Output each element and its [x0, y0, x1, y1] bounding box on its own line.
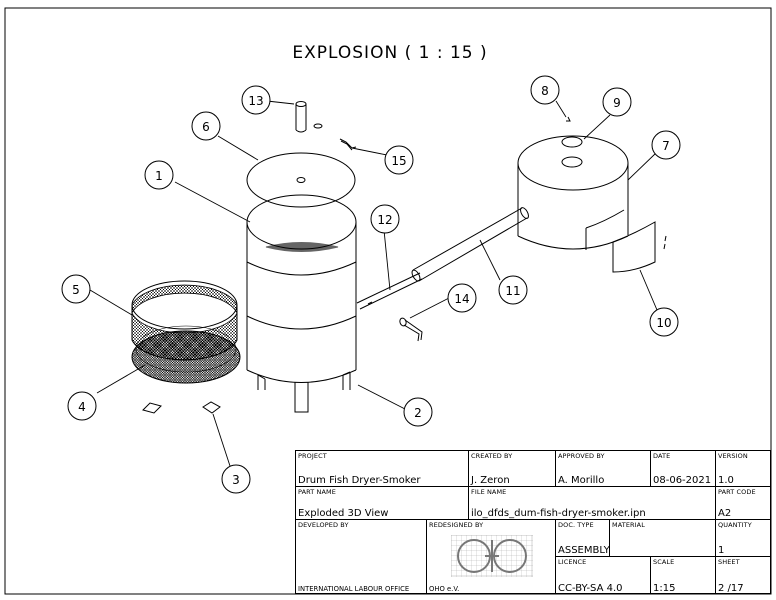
scale-cell: SCALE 1:15 [650, 556, 715, 594]
leader-lines [89, 100, 658, 467]
project-cell: PROJECT Drum Fish Dryer-Smoker [295, 450, 468, 486]
balloon-8: 8 [530, 75, 560, 105]
balloon-10: 10 [649, 307, 679, 337]
part-code-cell: PART CODE A2 [715, 486, 771, 519]
created-by-cell: CREATED BY J. Zeron [468, 450, 555, 486]
version-label: VERSION [718, 452, 748, 460]
file-name-cell: FILE NAME ilo_dfds_dum-fish-dryer-smoker… [468, 486, 715, 519]
part-name-label: PART NAME [298, 488, 336, 496]
part-lid [246, 152, 356, 208]
redesigned-by-cell: REDESIGNED BY OHO e.V. [426, 519, 555, 594]
redesigned-by-value: OHO e.V. [429, 585, 460, 593]
svg-text:4: 4 [78, 400, 86, 414]
svg-text:14: 14 [454, 292, 469, 306]
sheet-border [4, 7, 772, 595]
part-drum [246, 194, 357, 413]
doc-type-value: ASSEMBLY [558, 545, 610, 556]
file-name-label: FILE NAME [471, 488, 507, 496]
balloon-1: 1 [144, 160, 174, 190]
title-block: PROJECT Drum Fish Dryer-Smoker CREATED B… [295, 450, 771, 594]
quantity-cell: QUANTITY 1 [715, 519, 771, 556]
quantity-label: QUANTITY [718, 521, 752, 529]
created-by-value: J. Zeron [471, 475, 510, 486]
svg-text:2: 2 [414, 406, 422, 420]
created-by-label: CREATED BY [471, 452, 513, 460]
part-name-cell: PART NAME Exploded 3D View [295, 486, 468, 519]
approved-by-label: APPROVED BY [558, 452, 605, 460]
part-door [612, 221, 667, 273]
material-cell: MATERIAL [609, 519, 715, 556]
svg-text:11: 11 [505, 284, 520, 298]
scale-value: 1:15 [653, 583, 676, 594]
sheet-label: SHEET [718, 558, 740, 566]
doc-type-label: DOC. TYPE [558, 521, 594, 529]
project-value: Drum Fish Dryer-Smoker [298, 475, 421, 486]
developed-by-cell: DEVELOPED BY INTERNATIONAL LABOUR OFFICE [295, 519, 426, 594]
svg-text:6: 6 [202, 120, 210, 134]
svg-text:10: 10 [656, 316, 671, 330]
approved-by-cell: APPROVED BY A. Morillo [555, 450, 650, 486]
sheet-value: 2 /17 [718, 583, 744, 594]
svg-text:1: 1 [155, 169, 163, 183]
part-handle [339, 138, 357, 151]
date-label: DATE [653, 452, 671, 460]
balloon-7: 7 [651, 130, 681, 160]
balloon-3: 3 [221, 464, 251, 494]
balloon-14: 14 [447, 283, 477, 313]
part-pin [399, 317, 423, 342]
balloon-2: 2 [403, 397, 433, 427]
date-value: 08-06-2021 [653, 475, 712, 486]
part-duct [356, 207, 529, 310]
developed-by-value: INTERNATIONAL LABOUR OFFICE [298, 585, 410, 593]
balloon-4: 4 [67, 391, 97, 421]
approved-by-value: A. Morillo [558, 475, 605, 486]
developed-by-label: DEVELOPED BY [298, 521, 349, 529]
balloon-11: 11 [498, 275, 528, 305]
date-cell: DATE 08-06-2021 [650, 450, 715, 486]
quantity-value: 1 [718, 545, 725, 556]
material-label: MATERIAL [612, 521, 645, 529]
svg-text:9: 9 [613, 96, 621, 110]
part-pipe [295, 101, 323, 133]
balloon-9: 9 [602, 87, 632, 117]
licence-value: CC-BY-SA 4.0 [558, 583, 623, 594]
oho-logo [451, 535, 533, 577]
view-title: EXPLOSION ( 1 : 15 ) [292, 43, 487, 63]
part-name-value: Exploded 3D View [298, 508, 389, 519]
doc-type-cell: DOC. TYPE ASSEMBLY [555, 519, 610, 556]
svg-text:13: 13 [248, 94, 263, 108]
redesigned-by-label: REDESIGNED BY [429, 521, 484, 529]
part-smoker [517, 116, 629, 250]
svg-text:12: 12 [377, 213, 392, 227]
svg-text:8: 8 [541, 84, 549, 98]
balloon-13: 13 [241, 85, 271, 115]
balloon-15: 15 [384, 145, 414, 175]
file-name-value: ilo_dfds_dum-fish-dryer-smoker.ipn [471, 508, 646, 519]
part-plates [142, 401, 221, 414]
svg-text:15: 15 [391, 154, 406, 168]
svg-text:7: 7 [662, 139, 670, 153]
balloon-5: 5 [61, 274, 91, 304]
version-cell: VERSION 1.0 [715, 450, 771, 486]
svg-text:5: 5 [72, 283, 80, 297]
part-code-label: PART CODE [718, 488, 756, 496]
balloon-6: 6 [191, 111, 221, 141]
balloon-12: 12 [370, 204, 400, 234]
version-value: 1.0 [718, 475, 734, 486]
sheet-cell: SHEET 2 /17 [715, 556, 771, 594]
svg-text:3: 3 [232, 473, 240, 487]
scale-label: SCALE [653, 558, 675, 566]
part-mesh-base [131, 325, 241, 384]
licence-label: LICENCE [558, 558, 587, 566]
licence-cell: LICENCE CC-BY-SA 4.0 [555, 556, 650, 594]
part-code-value: A2 [718, 508, 732, 519]
project-label: PROJECT [298, 452, 327, 460]
